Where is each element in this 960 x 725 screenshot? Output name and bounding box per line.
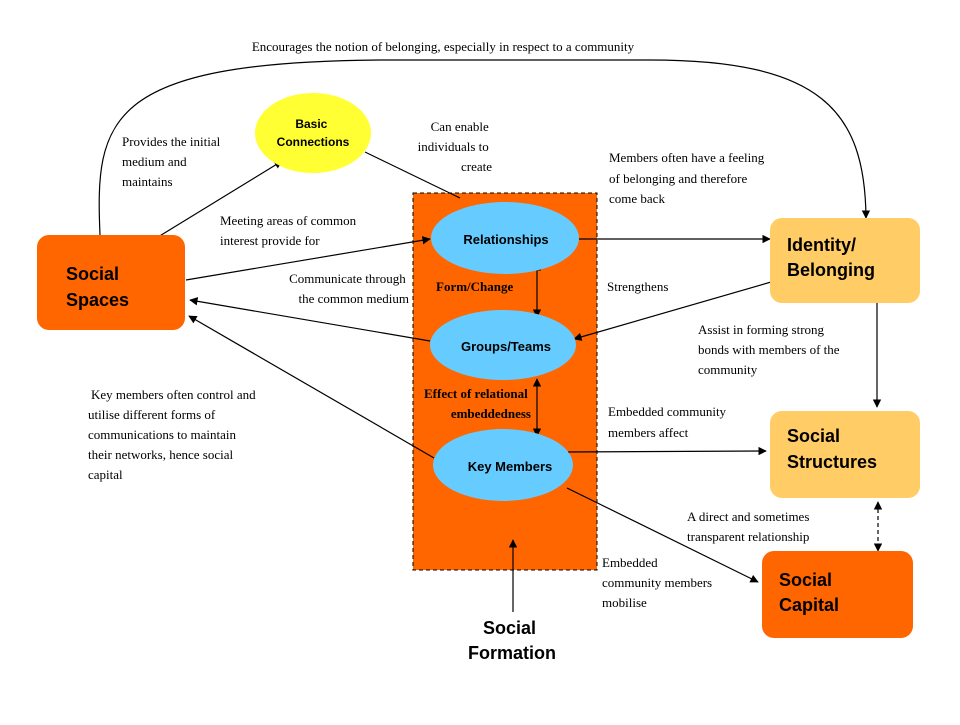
social-spaces-label: Social Spaces: [66, 264, 129, 310]
arrow-embedded-affect: [567, 446, 767, 456]
annotation-key-members-control: Key members often control and utilise di…: [88, 387, 259, 482]
annotation-encourages-belonging: Encourages the notion of belonging, espe…: [252, 39, 635, 54]
key-members-label: Key Members: [468, 459, 553, 474]
identity-belonging-box: [770, 218, 920, 303]
arrow-communicate-through: [189, 297, 431, 342]
groups-teams-label: Groups/Teams: [461, 339, 551, 354]
line-can-enable: [364, 151, 461, 199]
identity-belonging-label: Identity/ Belonging: [787, 235, 875, 280]
annotation-provides-medium: Provides the initial medium and maintain…: [122, 134, 223, 189]
social-formation-label: Social Formation: [468, 618, 556, 663]
arrow-embedded-mobilise: [566, 487, 759, 583]
arrow-strengthens: [573, 279, 779, 341]
social-structures-label: Social Structures: [787, 426, 877, 472]
social-spaces-box: [37, 235, 185, 330]
key-members-ellipse: [433, 429, 573, 501]
social-capital-box: [762, 551, 913, 638]
social-structures-box: [770, 411, 920, 498]
arrow-encourages-belonging: [98, 59, 871, 236]
arrow-provides-medium: [157, 160, 283, 238]
relationships-ellipse: [431, 202, 579, 274]
annotation-embedded-affect: Embedded community members affect: [608, 404, 729, 440]
basic-connections-label: Basic Connections: [277, 117, 350, 149]
annotation-strengthens: Strengthens: [607, 279, 668, 294]
relationships-label: Relationships: [463, 232, 548, 247]
annotation-assist-bonds: Assist in forming strong bonds with memb…: [698, 322, 843, 377]
annotation-form-change: Form/Change: [436, 279, 514, 294]
annotation-direct-relationship: A direct and sometimes transparent relat…: [687, 509, 813, 544]
arrow-key-members-control: [188, 315, 435, 459]
groups-teams-ellipse: [430, 310, 576, 380]
annotation-members-often: Members often have a feeling of belongin…: [609, 150, 767, 206]
social-capital-label: Social Capital: [779, 570, 839, 615]
arrow-meeting-areas: [185, 236, 431, 281]
annotation-relational-embeddedness: Effect of relational embeddedness: [424, 386, 531, 421]
basic-connections-ellipse: [255, 93, 371, 173]
annotation-communicate-through: Communicate through the common medium: [289, 271, 409, 306]
annotation-meeting-areas: Meeting areas of common interest provide…: [220, 213, 359, 248]
annotation-can-enable: Can enable individuals to create: [418, 119, 493, 174]
annotation-embedded-mobilise: Embedded community members mobilise: [602, 555, 715, 610]
